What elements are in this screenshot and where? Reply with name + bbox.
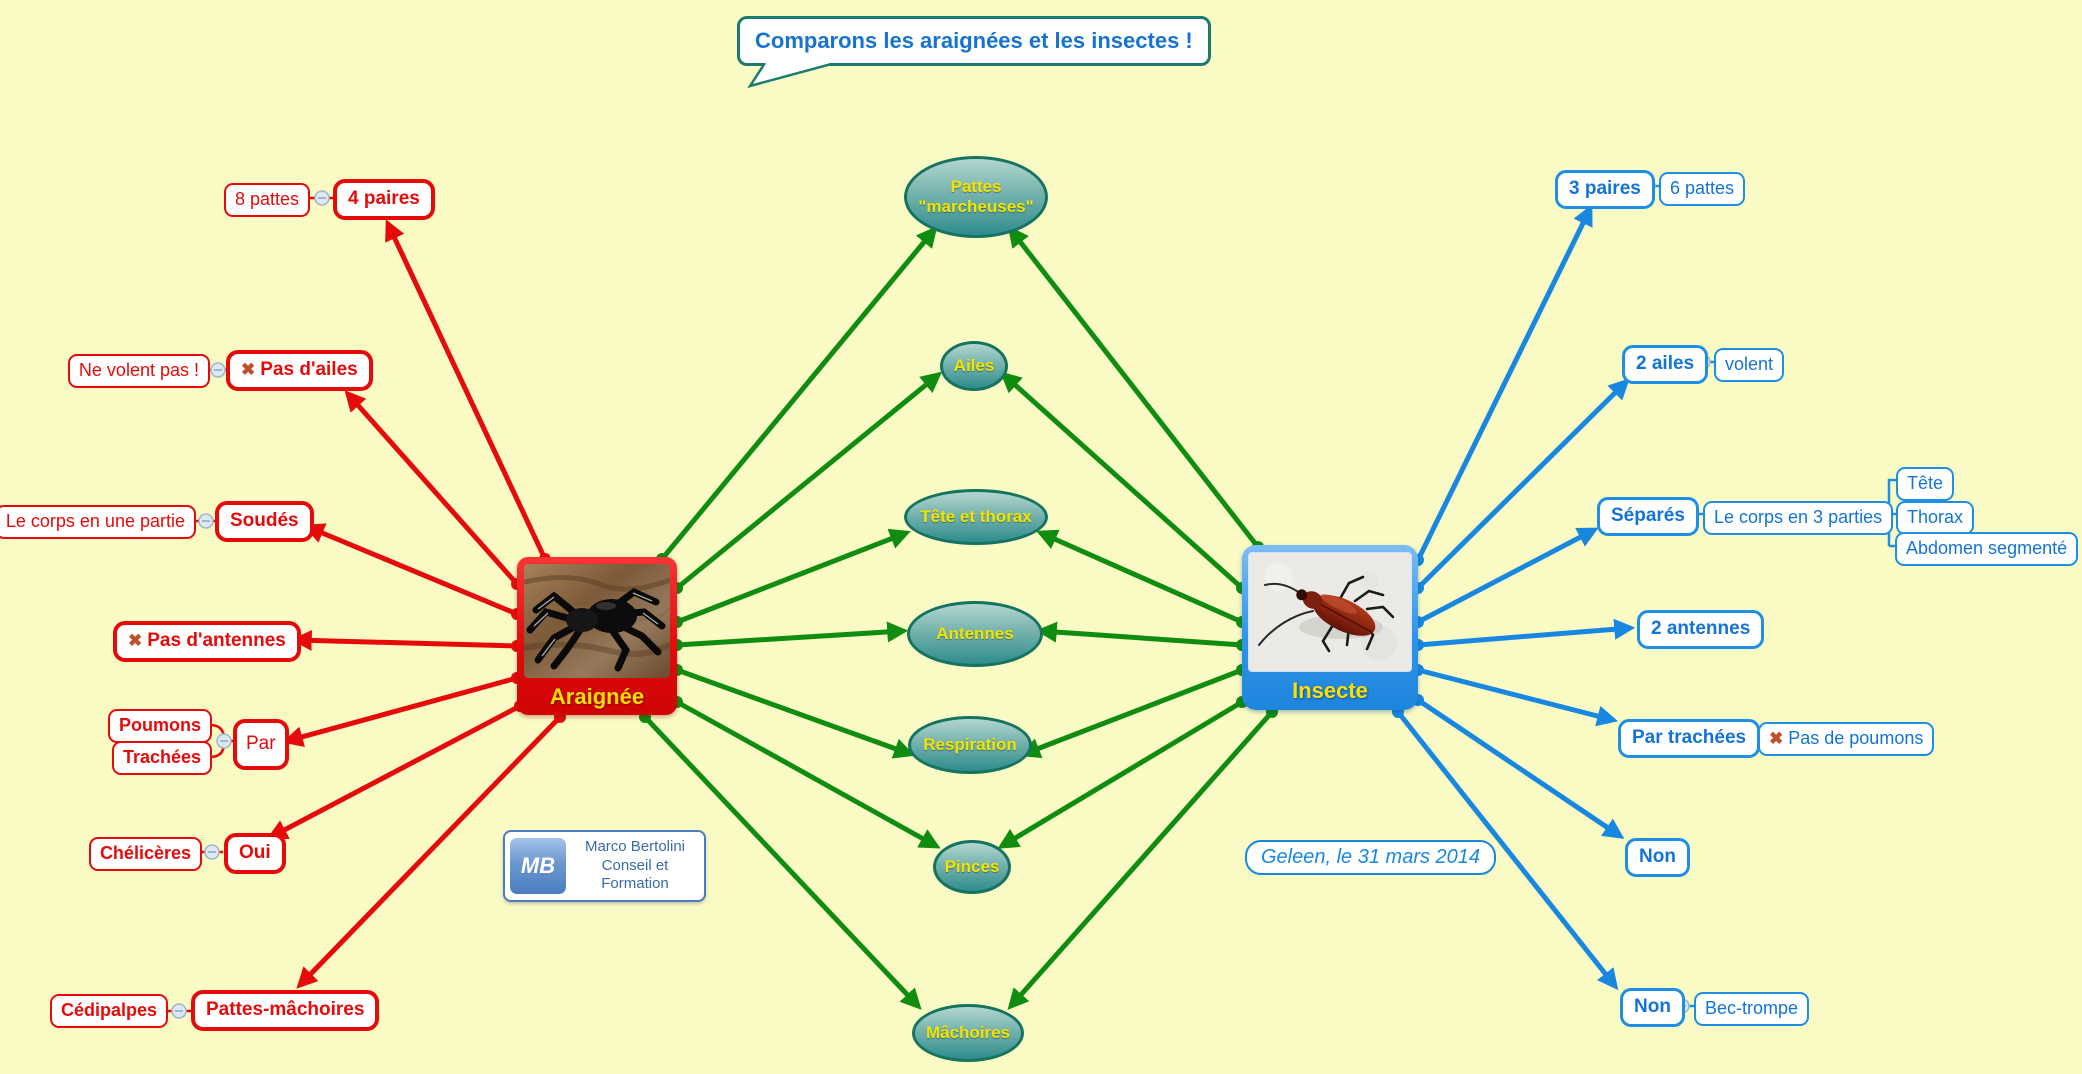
topic-line: Tête et thorax — [920, 506, 1032, 526]
topic-line: Ailes — [953, 355, 995, 375]
insect-antennes-main[interactable]: 2 antennes — [1637, 610, 1765, 649]
cross-icon: ✖ — [1769, 728, 1784, 748]
topic-line: Antennes — [936, 623, 1014, 643]
collapse-button — [204, 844, 220, 860]
topic-line: Pattes — [950, 176, 1002, 196]
insect-corps-grandchild-abdomen[interactable]: Abdomen segmenté — [1895, 532, 2079, 566]
insect-machoires-child[interactable]: Bec-trompe — [1694, 992, 1810, 1026]
spider-antennes-main-label: Pas d'antennes — [147, 630, 286, 651]
spider-respiration-main[interactable]: Par — [233, 719, 289, 770]
topic-line: Mâchoires — [925, 1022, 1011, 1042]
topic-tete-et-thorax[interactable]: Tête et thorax — [904, 489, 1048, 545]
insect-pattes-main[interactable]: 3 paires — [1555, 170, 1655, 209]
insect-ailes-child[interactable]: volent — [1714, 348, 1785, 382]
spider-arrows — [266, 219, 562, 989]
spider-corps-main[interactable]: Soudés — [215, 501, 314, 542]
collapse-button — [198, 513, 214, 529]
topic-line: Respiration — [923, 734, 1017, 754]
insect-arrows — [1396, 204, 1636, 991]
spider-node[interactable]: Araignée — [517, 557, 677, 715]
title-bubble[interactable]: Comparons les araignées et les insectes … — [737, 16, 1211, 66]
spider-machoires-child[interactable]: Cédipalpes — [49, 994, 168, 1028]
insect-corps-child[interactable]: Le corps en 3 parties — [1703, 501, 1894, 535]
insect-respiration-main[interactable]: Par trachées — [1618, 719, 1761, 758]
date-note[interactable]: Geleen, le 31 mars 2014 — [1245, 840, 1497, 875]
insect-corps-grandchild-tete[interactable]: Tête — [1896, 467, 1955, 501]
spider-respiration-child-trachees[interactable]: Trachées — [111, 741, 212, 775]
spider-photo — [524, 564, 670, 678]
spider-machoires-main[interactable]: Pattes-mâchoires — [191, 990, 380, 1031]
insect-node-label: Insecte — [1292, 678, 1368, 703]
insect-pattes-child[interactable]: 6 pattes — [1659, 172, 1746, 206]
insect-photo — [1248, 552, 1412, 672]
collapse-button — [210, 362, 226, 378]
insect-ailes-main[interactable]: 2 ailes — [1622, 345, 1709, 384]
insect-machoires-main[interactable]: Non — [1620, 988, 1685, 1027]
spider-pinces-child[interactable]: Chélicères — [88, 837, 202, 871]
spider-topic-arrows — [643, 225, 943, 1010]
topic-respiration[interactable]: Respiration — [908, 716, 1032, 774]
insect-respiration-child-label: Pas de poumons — [1788, 728, 1924, 748]
spider-pattes-child[interactable]: 8 pattes — [223, 183, 310, 217]
logo-text-line: Conseil et — [601, 856, 669, 874]
collapse-button — [314, 190, 330, 206]
cross-icon: ✖ — [128, 631, 143, 651]
logo-badge[interactable]: MB Marco Bertolini Conseil et Formation — [503, 830, 706, 902]
topic-line: "marcheuses" — [918, 197, 1034, 216]
collapse-button — [171, 1003, 187, 1019]
logo-text: Marco Bertolini Conseil et Formation — [566, 838, 704, 894]
topic-line: Pinces — [944, 856, 1000, 876]
spider-pinces-main[interactable]: Oui — [224, 833, 286, 874]
spider-pattes-main[interactable]: 4 paires — [333, 179, 435, 220]
logo-initials: MB — [510, 838, 566, 894]
cross-icon: ✖ — [241, 360, 256, 380]
insect-respiration-child[interactable]: ✖ Pas de poumons — [1758, 722, 1935, 756]
logo-text-line: Formation — [601, 875, 669, 893]
insect-pinces-main[interactable]: Non — [1625, 838, 1690, 877]
spider-ailes-main-label: Pas d'ailes — [260, 359, 358, 380]
topic-pinces[interactable]: Pinces — [933, 840, 1011, 894]
collapse-buttons[interactable] — [171, 178, 1892, 1019]
insect-node[interactable]: Insecte — [1242, 545, 1418, 710]
insect-topic-arrows — [997, 225, 1274, 1010]
title-bubble-tail — [747, 63, 836, 89]
spider-antennes-main[interactable]: ✖ Pas d'antennes — [113, 621, 301, 662]
spider-ailes-child[interactable]: Ne volent pas ! — [67, 354, 210, 388]
spider-ailes-main[interactable]: ✖ Pas d'ailes — [226, 350, 373, 391]
logo-text-line: Marco Bertolini — [584, 837, 686, 855]
collapse-button — [216, 733, 232, 749]
topic-ailes[interactable]: Ailes — [940, 341, 1008, 391]
insect-corps-main[interactable]: Séparés — [1597, 497, 1699, 536]
topic-machoires[interactable]: Mâchoires — [912, 1004, 1024, 1062]
topic-pattes-marcheuses[interactable]: Pattes "marcheuses" — [904, 156, 1048, 238]
spider-node-label: Araignée — [549, 683, 645, 709]
insect-corps-grandchild-thorax[interactable]: Thorax — [1896, 501, 1975, 535]
topic-antennes[interactable]: Antennes — [907, 601, 1043, 667]
spider-respiration-child-poumons[interactable]: Poumons — [107, 709, 212, 743]
spider-corps-child[interactable]: Le corps en une partie — [0, 505, 196, 539]
